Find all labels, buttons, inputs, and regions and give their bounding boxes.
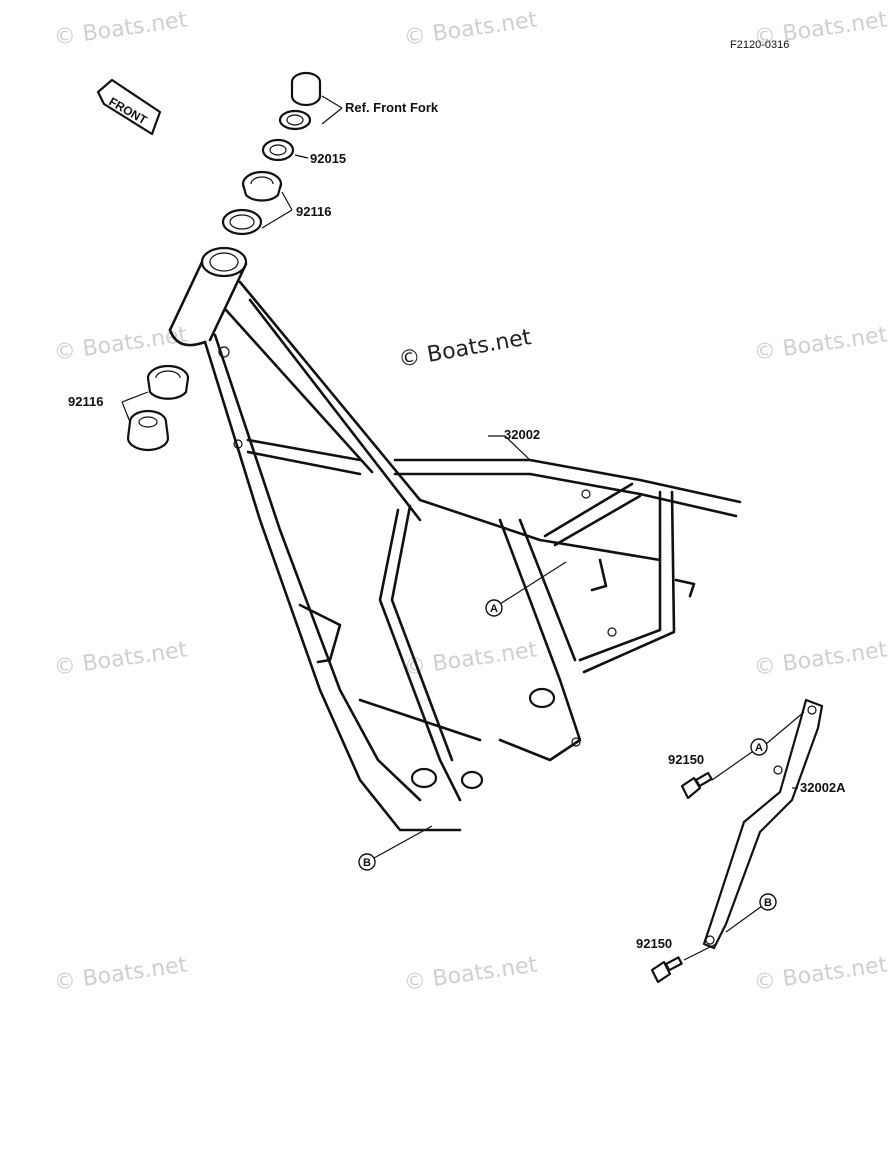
watermark: © Boats.net — [52, 322, 189, 365]
watermark: © Boats.net — [752, 322, 889, 365]
part-92015-nut — [261, 138, 309, 162]
watermark: © Boats.net — [752, 637, 889, 680]
ref-front-fork-parts — [278, 71, 343, 131]
watermark: © Boats.net — [52, 7, 189, 50]
watermark: © Boats.net — [752, 952, 889, 995]
part-92116-bearing-left — [121, 364, 190, 452]
label-92150-a: 92150 — [668, 752, 704, 767]
label-32002A: 32002A — [800, 780, 846, 795]
main-frame-32002 — [168, 246, 742, 832]
watermark: © Boats.net — [402, 952, 539, 995]
watermark: © Boats.net — [402, 637, 539, 680]
label-92116-top: 92116 — [296, 204, 331, 219]
center-watermark: © Boats.net — [397, 325, 534, 373]
marker-a-frame: A — [485, 561, 567, 617]
label-92015: 92015 — [310, 151, 346, 166]
bolt-92150-a: A — [680, 711, 805, 800]
label-ref-front-fork: Ref. Front Fork — [345, 100, 439, 115]
label-92150-b: 92150 — [636, 936, 672, 951]
bolt-92150-b: B — [650, 893, 777, 984]
watermark: © Boats.net — [52, 952, 189, 995]
sub-frame-32002A — [702, 698, 824, 950]
marker-b-sub-label: B — [764, 897, 772, 909]
marker-b-frame: B — [358, 825, 433, 871]
marker-b-label: B — [363, 857, 371, 869]
label-32002: 32002 — [504, 427, 540, 442]
watermark: © Boats.net — [52, 637, 189, 680]
watermark: © Boats.net — [402, 7, 539, 50]
part-92116-bearing-top — [221, 170, 293, 236]
marker-a-label: A — [490, 603, 498, 615]
front-arrow-icon: FRONT — [96, 78, 162, 136]
watermarks: © Boats.net © Boats.net © Boats.net © Bo… — [52, 7, 889, 995]
marker-a-sub-label: A — [755, 742, 763, 754]
diagram-code: F2120-0316 — [730, 39, 789, 51]
label-92116-left: 92116 — [68, 394, 103, 409]
